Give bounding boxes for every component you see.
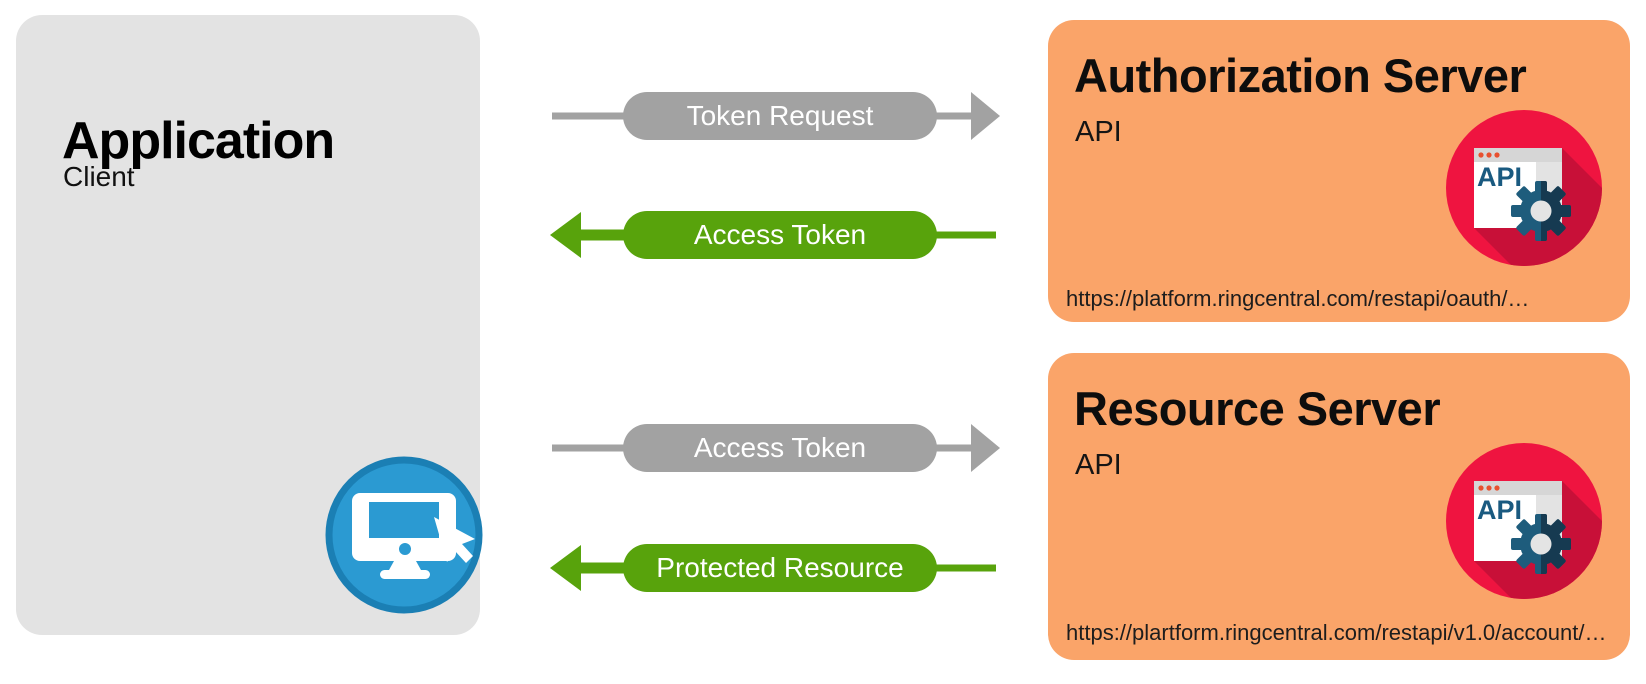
api-icon-label: API xyxy=(1477,162,1522,192)
arrow-token-request: Token Request xyxy=(540,86,1000,146)
protected-resource-pill: Protected Resource xyxy=(623,544,937,592)
right-arrow-icon xyxy=(552,92,1000,140)
api-icon-label: API xyxy=(1477,495,1522,525)
application-subtitle: Client xyxy=(63,161,135,192)
authorization-server-subtitle: API xyxy=(1075,116,1122,148)
arrow-access-token-return: Access Token xyxy=(540,205,1000,265)
arrow-protected-resource: Protected Resource xyxy=(540,538,1000,598)
token-request-pill: Token Request xyxy=(623,92,937,140)
arrow-access-token-send: Access Token xyxy=(540,418,1000,478)
authorization-server-url: https://platform.ringcentral.com/restapi… xyxy=(1066,286,1530,311)
resource-server-subtitle: API xyxy=(1075,449,1122,481)
api-gear-icon: API xyxy=(1446,110,1602,266)
gear-glyph xyxy=(1511,181,1571,241)
computer-cursor-icon xyxy=(325,456,483,614)
application-panel: Application Client xyxy=(16,15,483,635)
resource-server-title: Resource Server xyxy=(1074,382,1441,435)
access-token-pill: Access Token xyxy=(623,211,937,259)
gear-glyph xyxy=(1511,514,1571,574)
access-token-pill: Access Token xyxy=(623,424,937,472)
application-title: Application xyxy=(62,112,335,170)
right-arrow-icon xyxy=(552,424,1000,472)
api-gear-icon: API xyxy=(1446,443,1602,599)
resource-server-url: https://plartform.ringcentral.com/restap… xyxy=(1066,620,1607,645)
authorization-server-title: Authorization Server xyxy=(1074,49,1527,102)
